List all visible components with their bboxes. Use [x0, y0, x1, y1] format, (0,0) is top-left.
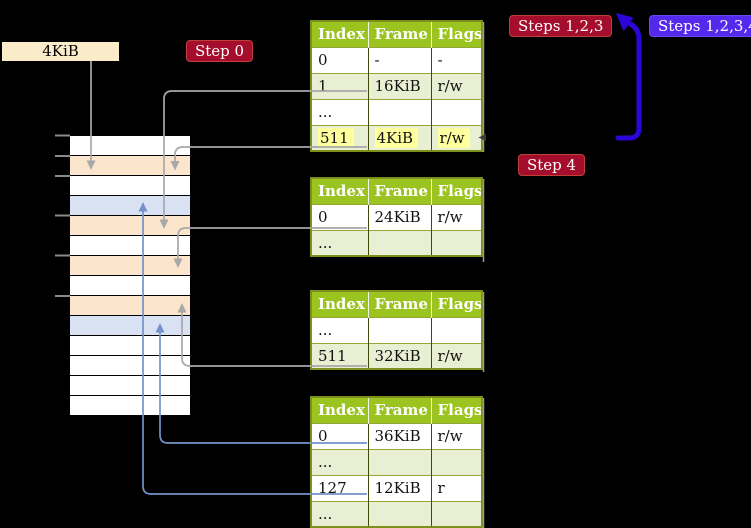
- table-cell: r: [430, 474, 482, 501]
- thick-blue-loop-arrow: [615, 20, 642, 141]
- table-row: 0--: [311, 46, 482, 73]
- column-header-frame: Frame: [367, 21, 431, 47]
- highlighted-value: 511: [318, 127, 354, 148]
- table-cell: -: [367, 46, 431, 73]
- table-cell: [367, 98, 431, 125]
- column-header-flags: Flags: [430, 291, 482, 317]
- table-cell: [367, 229, 431, 256]
- frame-size-box: 4KiB: [2, 42, 119, 61]
- table-cell: 36KiB: [367, 422, 431, 449]
- table-cell: [367, 448, 431, 475]
- memory-row-8-white: [70, 276, 190, 296]
- memory-row-7-peach: [70, 256, 190, 276]
- table-cell: ...: [311, 500, 368, 527]
- table-cell: [430, 448, 482, 475]
- thick-blue-arrowhead: [616, 13, 634, 32]
- table-cell: [430, 316, 482, 343]
- table-cell: r/w: [430, 124, 482, 151]
- table-cell: 12KiB: [367, 474, 431, 501]
- memory-row-3-white: [70, 176, 190, 196]
- memory-row-13-white: [70, 376, 190, 396]
- table-row: ...: [311, 500, 482, 527]
- memory-row-14-white: [70, 396, 190, 416]
- table-cell: 24KiB: [367, 203, 431, 230]
- memory-row-4-blue: [70, 196, 190, 216]
- table-cell: r/w: [430, 342, 482, 369]
- column-header-index: Index: [311, 21, 368, 47]
- table-cell: 511: [311, 342, 368, 369]
- table-row: ...: [311, 229, 482, 256]
- memory-row-12-white: [70, 356, 190, 376]
- memory-row-11-white: [70, 336, 190, 356]
- table-cell: [367, 316, 431, 343]
- table-cell: 127: [311, 474, 368, 501]
- table-cell: [430, 98, 482, 125]
- memory-row-2-peach: [70, 156, 190, 176]
- column-header-index: Index: [311, 397, 368, 423]
- column-header-frame: Frame: [367, 291, 431, 317]
- physical-memory-column: [70, 135, 190, 416]
- memory-row-9-peach: [70, 296, 190, 316]
- column-header-flags: Flags: [430, 21, 482, 47]
- table-cell: ...: [311, 98, 368, 125]
- memory-row-10-blue: [70, 316, 190, 336]
- table-cell: r/w: [430, 422, 482, 449]
- highlighted-value: 4KiB: [374, 127, 419, 148]
- table-cell: r/w: [430, 72, 482, 99]
- table-cell: r/w: [430, 203, 482, 230]
- table-cell: 0: [311, 203, 368, 230]
- table-cell: 0: [311, 422, 368, 449]
- table-cell: 511: [311, 124, 368, 151]
- column-header-frame: Frame: [367, 397, 431, 423]
- column-header-flags: Flags: [430, 397, 482, 423]
- memory-row-6-white: [70, 236, 190, 256]
- table-cell: [430, 500, 482, 527]
- table-cell: 4KiB: [367, 124, 431, 151]
- table-cell: 32KiB: [367, 342, 431, 369]
- highlighted-value: r/w: [437, 127, 470, 148]
- table-cell: [430, 229, 482, 256]
- column-header-index: Index: [311, 178, 368, 204]
- table-row: ...: [311, 448, 482, 475]
- step0-badge: Step 0: [186, 40, 254, 62]
- table-row: ...: [311, 98, 482, 125]
- table-cell: ...: [311, 448, 368, 475]
- steps1234-badge: Steps 1,2,3,4: [649, 15, 751, 37]
- table-cell: 1: [311, 72, 368, 99]
- steps123-badge: Steps 1,2,3: [509, 15, 613, 37]
- memory-address-ticks: [55, 134, 70, 297]
- column-header-frame: Frame: [367, 178, 431, 204]
- table-cell: [367, 500, 431, 527]
- column-header-index: Index: [311, 291, 368, 317]
- memory-row-5-peach: [70, 216, 190, 236]
- step4-badge: Step 4: [518, 154, 586, 176]
- table-cell: 16KiB: [367, 72, 431, 99]
- table-cell: 0: [311, 46, 368, 73]
- table-cell: ...: [311, 316, 368, 343]
- column-header-flags: Flags: [430, 178, 482, 204]
- table-cell: -: [430, 46, 482, 73]
- memory-row-1-white: [70, 136, 190, 156]
- table-row: 511 4KiB r/w: [311, 124, 482, 151]
- table-cell: ...: [311, 229, 368, 256]
- table-row: ...: [311, 316, 482, 343]
